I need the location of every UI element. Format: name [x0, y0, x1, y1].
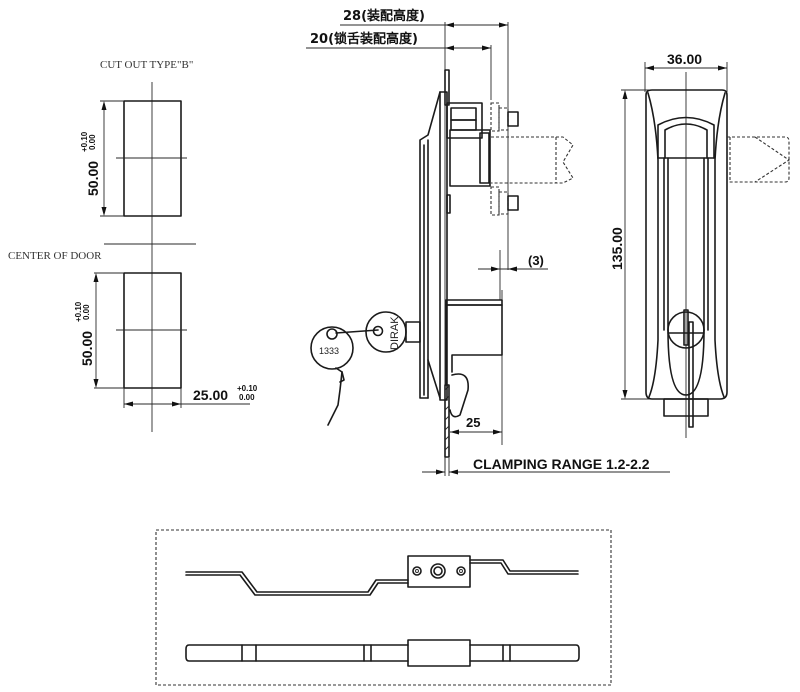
svg-text:0.00: 0.00 [82, 304, 91, 320]
arrow-icon [101, 207, 107, 216]
arrow-icon [622, 390, 628, 399]
arrow-icon [718, 65, 727, 71]
rod-connector-block [407, 555, 471, 588]
arrow-icon [93, 379, 99, 388]
screw-hole-icon [412, 566, 422, 576]
lock-housing-top [446, 102, 483, 139]
key-icon [683, 309, 689, 346]
arrow-icon [449, 469, 458, 475]
rod-bent-left [185, 571, 409, 593]
svg-text:+0.10: +0.10 [237, 384, 258, 393]
svg-text:1333: 1333 [319, 346, 339, 356]
cutout-title: CUT OUT TYPE"B" [100, 59, 193, 71]
dim-height-top: 50.00 +0.10 0.00 [80, 131, 101, 196]
cutout-view: CUT OUT TYPE"B" 50.00 +0.10 0.00 CENTER … [8, 59, 258, 432]
dim-tongue-height: 20(锁舌装配高度) [310, 31, 418, 47]
handle-recess-bottom [667, 329, 705, 396]
rod-detail [155, 529, 612, 686]
svg-text:DIRAK: DIRAK [389, 316, 401, 350]
rod-straight [185, 644, 580, 662]
rod-bent-right [469, 559, 579, 572]
key-head-dirak: DIRAK [365, 311, 421, 353]
bolt-top [490, 102, 500, 132]
clamping-range-label: CLAMPING RANGE 1.2-2.2 [473, 456, 650, 472]
arrow-icon [436, 469, 445, 475]
handle-outer [419, 91, 441, 399]
rod-detail-border [155, 529, 612, 686]
svg-text:50.00: 50.00 [85, 161, 101, 196]
side-view: 28(装配高度) 20(锁舌装配高度) [306, 8, 670, 476]
latch-cam [449, 373, 469, 418]
arrow-icon [622, 90, 628, 99]
dim-front-width: 36.00 [667, 51, 702, 67]
screw-hole-icon [456, 566, 466, 576]
center-hole-icon [430, 563, 446, 579]
svg-text:0.00: 0.00 [239, 393, 255, 402]
arrow-icon [172, 401, 181, 407]
arrow-icon [499, 22, 508, 28]
key-tag-ring [310, 326, 354, 370]
key-ring-wire [335, 329, 379, 334]
handle-plate [439, 91, 448, 401]
key-blade [327, 367, 343, 426]
arrow-icon [101, 101, 107, 110]
rod-straight-connector [407, 639, 471, 667]
dim-depth: 25 [466, 415, 480, 430]
dim-front-height: 135.00 [609, 227, 625, 270]
key-tag: 1333 [310, 326, 354, 426]
arrow-icon [493, 429, 502, 435]
handle-base [663, 398, 709, 417]
bolt-bottom [490, 186, 500, 216]
lock-tongue [491, 136, 574, 184]
lock-cylinder [667, 311, 705, 349]
dim-width: 25.00 +0.10 0.00 [193, 384, 258, 403]
cutout-rect-top [123, 100, 182, 217]
arrow-icon [491, 266, 500, 272]
svg-text:+0.10: +0.10 [80, 131, 89, 152]
center-of-door-label: CENTER OF DOOR [8, 250, 102, 262]
svg-text:+0.10: +0.10 [74, 301, 83, 322]
lock-cylinder-housing [449, 129, 491, 187]
cutout-rect-bottom [123, 272, 182, 389]
svg-text:50.00: 50.00 [79, 331, 95, 366]
svg-text:0.00: 0.00 [88, 134, 97, 150]
arrow-icon [445, 45, 454, 51]
arrow-icon [450, 429, 459, 435]
handle-outline [645, 89, 728, 400]
arrow-icon [445, 22, 454, 28]
dim-height-bottom: 50.00 +0.10 0.00 [74, 301, 95, 366]
handle-recess-arch [657, 116, 715, 159]
arrow-icon [645, 65, 654, 71]
arrow-icon [93, 273, 99, 282]
dim-gap: (3) [528, 253, 544, 268]
arrow-icon [482, 45, 491, 51]
svg-text:25.00: 25.00 [193, 387, 228, 403]
arrow-icon [124, 401, 133, 407]
dim-assembly-height: 28(装配高度) [343, 8, 425, 24]
arrow-icon [508, 266, 517, 272]
front-view: 36.00 135.00 [609, 51, 790, 438]
tongue-side [727, 136, 790, 183]
